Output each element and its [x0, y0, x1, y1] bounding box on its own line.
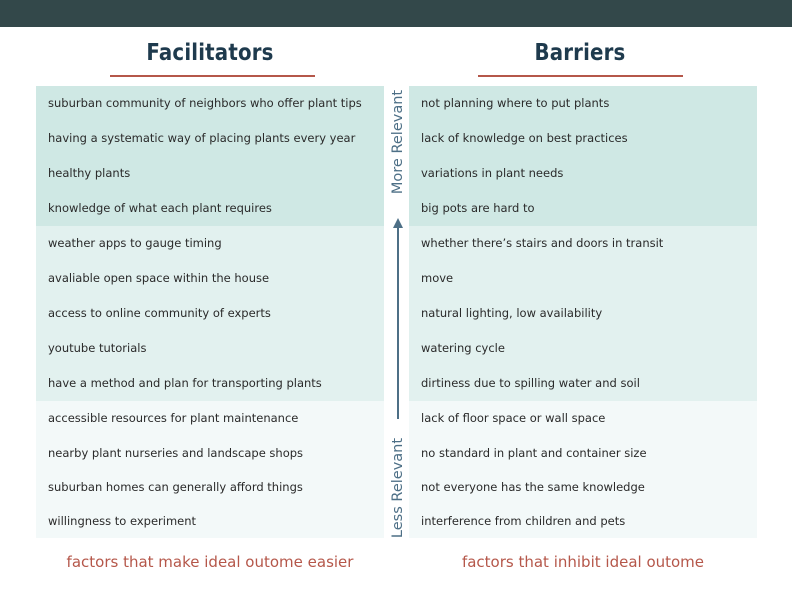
barrier-item: no standard in plant and container size	[409, 436, 757, 470]
barriers-footer: factors that inhibit ideal outome	[461, 553, 705, 571]
facilitator-item: knowledge of what each plant requires	[36, 191, 384, 226]
barrier-item: watering cycle	[409, 331, 757, 366]
barriers-list: not planning where to put plants lack of…	[409, 86, 757, 538]
facilitator-item: healthy plants	[36, 156, 384, 191]
barrier-item: variations in plant needs	[409, 156, 757, 191]
facilitators-footer: factors that make ideal outome easier	[66, 553, 354, 571]
barrier-item: lack of floor space or wall space	[409, 401, 757, 436]
arrow-up-icon	[393, 218, 403, 228]
barrier-item: dirtiness due to spilling water and soil	[409, 366, 757, 401]
barriers-title: Barriers	[534, 40, 626, 66]
less-relevant-label: Less Relevant	[390, 437, 406, 539]
facilitators-title: Facilitators	[146, 40, 274, 66]
facilitator-item: suburban homes can generally afford thin…	[36, 470, 384, 504]
facilitator-item: suburban community of neighbors who offe…	[36, 86, 384, 121]
facilitator-item: have a method and plan for transporting …	[36, 366, 384, 401]
barrier-item: interference from children and pets	[409, 504, 757, 538]
facilitator-item: weather apps to gauge timing	[36, 226, 384, 261]
barriers-title-underline	[478, 75, 683, 77]
barrier-item: natural lighting, low availability	[409, 296, 757, 331]
facilitator-item: accessible resources for plant maintenan…	[36, 401, 384, 436]
facilitator-item: youtube tutorials	[36, 331, 384, 366]
facilitator-item: nearby plant nurseries and landscape sho…	[36, 436, 384, 470]
barrier-item: not planning where to put plants	[409, 86, 757, 121]
barrier-item: not everyone has the same knowledge	[409, 470, 757, 504]
barrier-item: lack of knowledge on best practices	[409, 121, 757, 156]
barrier-item: big pots are hard to	[409, 191, 757, 226]
top-bar	[0, 0, 792, 27]
facilitators-list: suburban community of neighbors who offe…	[36, 86, 384, 538]
facilitator-item: avaliable open space within the house	[36, 261, 384, 296]
more-relevant-label: More Relevant	[390, 89, 406, 195]
barrier-item: whether there’s stairs and doors in tran…	[409, 226, 757, 261]
facilitator-item: having a systematic way of placing plant…	[36, 121, 384, 156]
relevance-arrow-line	[397, 226, 399, 419]
barrier-item: move	[409, 261, 757, 296]
facilitator-item: willingness to experiment	[36, 504, 384, 538]
facilitator-item: access to online community of experts	[36, 296, 384, 331]
facilitators-title-underline	[110, 75, 315, 77]
